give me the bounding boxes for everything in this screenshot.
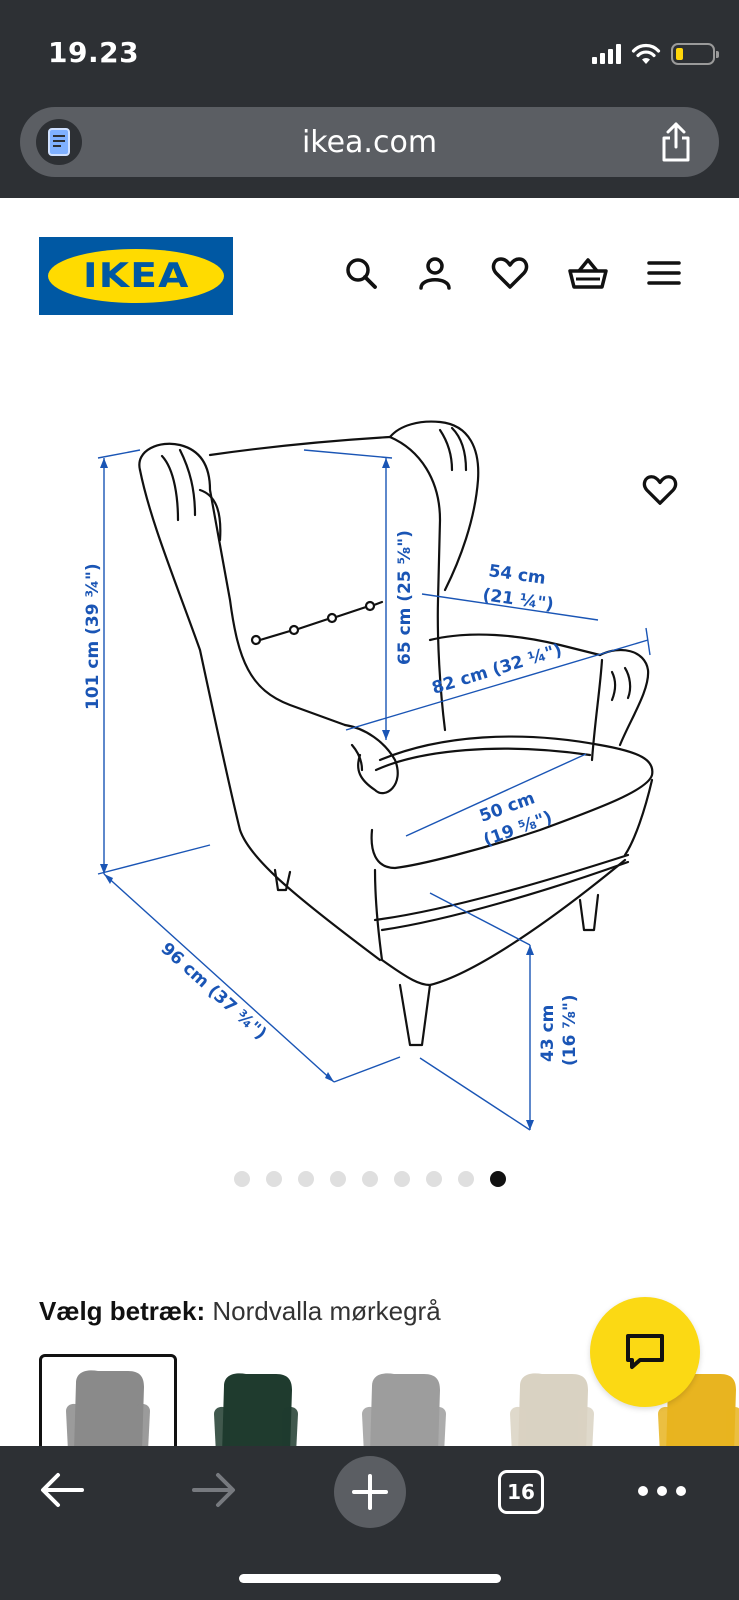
variant-selected: Nordvalla mørkegrå [212,1296,441,1326]
basket-icon[interactable] [567,255,609,291]
carousel-dot[interactable] [361,1171,378,1187]
tab-switcher-button[interactable]: 16 [498,1470,544,1514]
browser-chrome-top: 19.23 ikea.com [0,0,739,198]
dim-height: 101 cm (39 ¾") [83,563,103,710]
reader-icon[interactable] [36,119,82,165]
dim-depth: 96 cm (37 ¾") [157,939,271,1044]
armchair-thumbnail [658,1373,739,1446]
search-icon[interactable] [343,255,379,291]
plus-icon [352,1474,388,1510]
armchair-thumbnail [510,1373,594,1446]
heart-icon[interactable] [491,255,529,291]
wifi-icon [631,43,661,64]
product-dimension-image[interactable]: 101 cm (39 ¾") 65 cm (25 ⅝") 54 cm (21 ¼… [0,400,739,1140]
status-time: 19.23 [48,36,140,69]
carousel-dot[interactable] [489,1171,506,1187]
url-text[interactable]: ikea.com [301,125,438,160]
add-to-favourites-button[interactable] [638,468,682,512]
address-bar[interactable]: ikea.com [20,107,719,177]
browser-toolbar: 16 [0,1446,739,1600]
header-nav [343,255,681,291]
carousel-dot[interactable] [457,1171,474,1187]
dim-seat-height-in: (16 ⅞") [560,994,580,1066]
status-icons [592,40,719,68]
carousel-dot[interactable] [425,1171,442,1187]
ikea-logo[interactable]: IKEA [39,237,233,315]
cellular-signal-icon [592,44,621,64]
new-tab-button[interactable] [334,1456,406,1528]
variant-swatch[interactable] [335,1354,473,1446]
account-icon[interactable] [417,255,453,291]
carousel-dots[interactable] [0,1171,739,1187]
variant-swatch[interactable] [187,1354,325,1446]
forward-icon[interactable] [190,1470,238,1510]
dim-back-height: 65 cm (25 ⅝") [395,530,415,665]
variant-swatches [39,1354,739,1446]
more-options-icon[interactable] [638,1486,686,1496]
variant-swatch[interactable] [39,1354,177,1446]
variant-swatch[interactable] [631,1354,739,1446]
carousel-dot[interactable] [233,1171,250,1187]
carousel-dot[interactable] [329,1171,346,1187]
chat-icon [626,1334,664,1369]
dim-outer-width: 82 cm (32 ¼") [430,640,565,699]
variant-swatch[interactable] [483,1354,621,1446]
dim-width-top: 54 cm [487,561,547,589]
chat-button[interactable] [590,1297,700,1407]
dim-seat-height: 43 cm [538,1005,558,1062]
armchair-thumbnail [66,1370,150,1446]
armchair-thumbnail [214,1373,298,1446]
heart-icon [642,475,678,505]
armchair-thumbnail [362,1373,446,1446]
carousel-dot[interactable] [393,1171,410,1187]
variant-label: Vælg betræk: Nordvalla mørkegrå [39,1296,441,1326]
carousel-dot[interactable] [265,1171,282,1187]
dim-width-top-in: (21 ¼") [481,585,555,615]
carousel-dot[interactable] [297,1171,314,1187]
battery-icon [671,43,719,65]
back-icon[interactable] [38,1470,86,1510]
share-icon[interactable] [659,121,693,163]
menu-icon[interactable] [647,259,681,287]
home-indicator [239,1574,501,1583]
